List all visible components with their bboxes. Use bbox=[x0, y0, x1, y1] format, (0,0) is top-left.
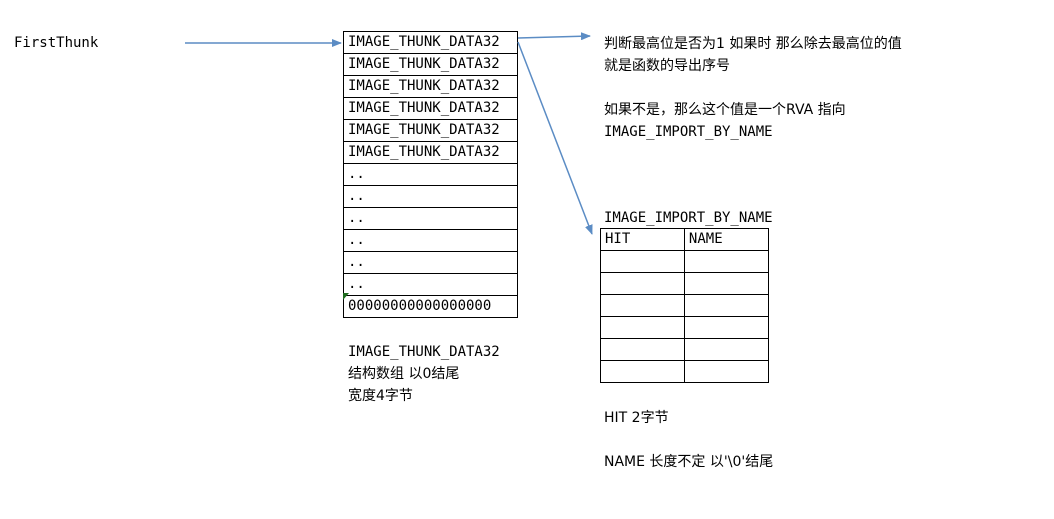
thunk-row: IMAGE_THUNK_DATA32 bbox=[343, 141, 518, 164]
name-size-note: NAME 长度不定 以'\0'结尾 bbox=[604, 454, 774, 470]
thunk-caption-desc: 结构数组 以0结尾 bbox=[348, 366, 460, 382]
thunk-cell: IMAGE_THUNK_DATA32 bbox=[343, 141, 518, 164]
cell-corner-marker bbox=[343, 293, 349, 300]
thunk-array-caption: IMAGE_THUNK_DATA32 结构数组 以0结尾 宽度4字节 bbox=[348, 341, 500, 407]
import-by-name-row bbox=[600, 360, 770, 383]
thunk-cell: IMAGE_THUNK_DATA32 bbox=[343, 75, 518, 98]
import-by-name-arrow bbox=[517, 41, 593, 235]
thunk-cell: IMAGE_THUNK_DATA32 bbox=[343, 31, 518, 54]
thunk-caption-type: IMAGE_THUNK_DATA32 bbox=[348, 344, 500, 360]
high-bit-note-line1: 判断最高位是否为1 如果时 那么除去最高位的值 bbox=[604, 36, 902, 52]
thunk-row: .. bbox=[343, 185, 518, 208]
import-by-name-title: IMAGE_IMPORT_BY_NAME bbox=[604, 210, 773, 226]
name-cell bbox=[683, 360, 770, 383]
thunk-cell: 00000000000000000 bbox=[343, 295, 518, 318]
import-by-name-header-row: HIT NAME bbox=[600, 228, 770, 251]
thunk-row: 00000000000000000 bbox=[343, 295, 518, 318]
import-by-name-notes: HIT 2字节 NAME 长度不定 以'\0'结尾 bbox=[604, 407, 773, 473]
import-by-name-row bbox=[600, 316, 770, 339]
thunk-row: IMAGE_THUNK_DATA32 bbox=[343, 53, 518, 76]
high-bit-note-arrow bbox=[517, 32, 591, 41]
thunk-cell: IMAGE_THUNK_DATA32 bbox=[343, 53, 518, 76]
import-by-name-table: HIT NAME bbox=[600, 228, 770, 383]
first-thunk-label: FirstThunk bbox=[14, 35, 99, 51]
high-bit-note: 判断最高位是否为1 如果时 那么除去最高位的值 就是函数的导出序号 如果不是，那… bbox=[604, 33, 902, 143]
thunk-row: IMAGE_THUNK_DATA32 bbox=[343, 75, 518, 98]
hit-size-note: HIT 2字节 bbox=[604, 410, 669, 426]
thunk-caption-width: 宽度4字节 bbox=[348, 388, 413, 404]
hit-column-header: HIT bbox=[600, 228, 685, 251]
high-bit-note-line3: 如果不是，那么这个值是一个RVA 指向 bbox=[604, 102, 846, 118]
high-bit-note-line4: IMAGE_IMPORT_BY_NAME bbox=[604, 124, 773, 140]
thunk-row: IMAGE_THUNK_DATA32 bbox=[343, 31, 518, 54]
thunk-cell: .. bbox=[343, 185, 518, 208]
import-by-name-row bbox=[600, 338, 770, 361]
high-bit-note-line2: 就是函数的导出序号 bbox=[604, 58, 730, 74]
